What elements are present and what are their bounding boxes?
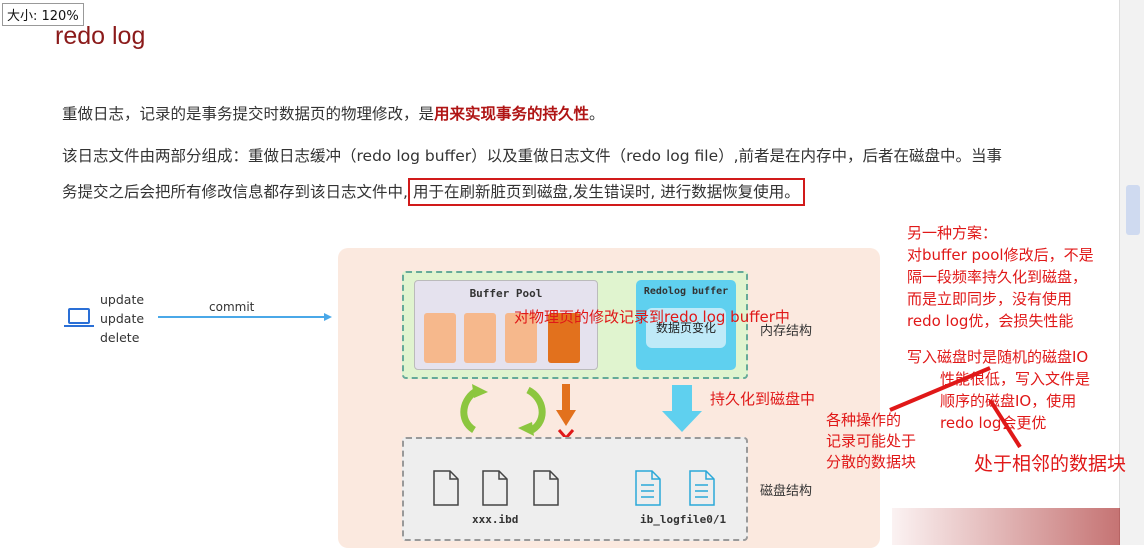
ibd-file-icon (433, 470, 559, 506)
annotation-adjacent-blocks: 处于相邻的数据块 (974, 453, 1127, 475)
scrollbar-thumb[interactable] (1126, 185, 1140, 235)
alt-plan-line: redo log优，会损失性能 (907, 312, 1074, 330)
paragraph-2: 该日志文件由两部分组成：重做日志缓冲（redo log buffer）以及重做日… (62, 147, 1003, 165)
data-page-change-label: 数据页变化 (646, 308, 726, 348)
ibd-label: xxx.ibd (472, 513, 519, 526)
zoom-level-badge: 大小: 120% (2, 3, 84, 26)
annotation-record-to-buffer: 对物理页的修改记录到redo log buffer中 (514, 308, 790, 326)
orange-down-arrow (556, 384, 576, 426)
commit-label: commit (209, 300, 255, 314)
laptop-icon (64, 308, 94, 327)
seq-io-line: redo log会更优 (940, 414, 1047, 432)
paragraph-1-bold: 用来实现事务的持久性 (434, 105, 590, 123)
redolog-buffer-label: Redolog buffer (643, 286, 729, 297)
command-delete: delete (100, 330, 140, 345)
annotation-persist-to-disk: 持久化到磁盘中 (710, 390, 816, 408)
redolog-buffer: Redolog buffer 数据页变化 (636, 280, 736, 370)
commit-arrow (158, 313, 332, 321)
logfile-label: ib_logfile0/1 (640, 513, 727, 526)
disk-structure-box (402, 437, 748, 541)
paragraph-3: 务提交之后会把所有修改信息都存到该日志文件中,用于在刷新脏页到磁盘,发生错误时,… (62, 178, 805, 206)
annotation-scattered-line: 各种操作的 (826, 411, 902, 429)
seq-io-line: 写入磁盘时是随机的磁盘IO (907, 348, 1089, 366)
dirty-page (548, 313, 580, 363)
red-annotation-strokes (889, 366, 1022, 449)
paragraph-3-text: 务提交之后会把所有修改信息都存到该日志文件中, (62, 183, 408, 201)
paragraph-1-text: 重做日志，记录的是事务提交时数据页的物理修改，是 (62, 105, 435, 123)
buffer-pool-label: Buffer Pool (469, 287, 543, 300)
paragraph-1-end: 。 (589, 105, 605, 123)
buffer-pool: Buffer Pool (414, 280, 598, 370)
data-page (464, 313, 496, 363)
page-title: redo log (55, 22, 146, 50)
command-update-2: update (100, 311, 145, 326)
alt-plan-line: 对buffer pool修改后，不是 (907, 246, 1094, 264)
logfile-icon (635, 470, 715, 506)
annotation-scattered-line: 分散的数据块 (826, 453, 917, 471)
annotation-scattered-line: 记录可能处于 (826, 432, 917, 450)
paragraph-3-highlight: 用于在刷新脏页到磁盘,发生错误时, 进行数据恢复使用。 (407, 178, 805, 206)
data-page (424, 313, 456, 363)
alt-plan-line: 而是立即同步，没有使用 (907, 290, 1073, 308)
command-update-1: update (100, 292, 145, 307)
seq-io-line: 性能很低，写入文件是 (940, 370, 1091, 388)
seq-io-line: 顺序的磁盘IO，使用 (940, 392, 1077, 410)
paragraph-1: 重做日志，记录的是事务提交时数据页的物理修改，是用来实现事务的持久性。 (62, 102, 605, 124)
annotation-alternative-plan: 另一种方案： 对buffer pool修改后，不是 隔一段频率持久化到磁盘， 而… (907, 222, 1094, 332)
memory-structure-label: 内存结构 (760, 324, 813, 339)
annotation-scattered-blocks: 各种操作的 记录可能处于 分散的数据块 (826, 410, 916, 473)
annotation-sequential-io: 写入磁盘时是随机的磁盘IO 性能很低，写入文件是 顺序的磁盘IO，使用 redo… (907, 346, 1090, 434)
watermark-overlay (892, 508, 1120, 545)
file-icons (433, 470, 715, 506)
vertical-scrollbar[interactable] (1119, 0, 1144, 545)
data-page (505, 313, 537, 363)
blue-down-arrow (662, 385, 702, 432)
alt-plan-line: 隔一段频率持久化到磁盘， (907, 268, 1088, 286)
disk-structure-label: 磁盘结构 (760, 484, 813, 499)
green-refresh-arrows (460, 384, 546, 436)
alt-plan-line: 另一种方案： (907, 224, 998, 242)
